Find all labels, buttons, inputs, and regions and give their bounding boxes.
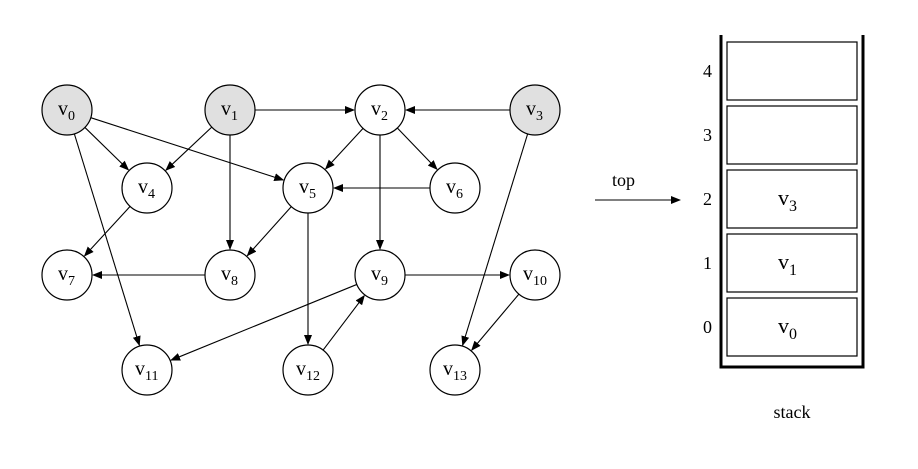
node-circle [429, 344, 481, 396]
node-circle [354, 249, 406, 301]
node-subscript: 3 [536, 109, 543, 124]
stack-index-label: 3 [703, 125, 712, 145]
stack-slot-box [726, 41, 858, 101]
node-subscript: 7 [68, 274, 75, 289]
edge-v2-v6 [396, 127, 438, 170]
top-pointer-label: top [612, 170, 635, 190]
node-subscript: 12 [306, 369, 320, 384]
stack-slot-subscript: 0 [789, 326, 797, 343]
stack-slot-box [726, 105, 858, 165]
stack-frame [719, 35, 865, 369]
node-circle [354, 84, 406, 136]
stack-slot-subscript: 1 [789, 262, 797, 279]
edge-v0-v11 [73, 133, 141, 347]
node-layer: v0 v1 v2 v3 v4 v5 v6 v7 v8 v9 v10 v11 v12 v13 [41, 84, 561, 396]
stack-index-label: 1 [703, 253, 712, 273]
node-subscript: 4 [148, 187, 155, 202]
stack-slot-4: 4 [703, 41, 858, 101]
node-circle [204, 84, 256, 136]
node-v4: v4 [121, 162, 173, 214]
edge-layer [73, 106, 529, 361]
edge-v12-v9 [322, 294, 365, 351]
node-v7: v7 [41, 249, 93, 301]
node-subscript: 1 [231, 109, 238, 124]
stack-slot-3: 3 [703, 105, 858, 165]
stack-slot-box [726, 233, 858, 293]
node-v0: v0 [41, 84, 93, 136]
edge-v0-v5 [90, 117, 285, 182]
node-v3: v3 [509, 84, 561, 136]
stack-slot-box [726, 297, 858, 357]
edge-v4-v7 [83, 206, 131, 257]
node-circle [121, 162, 173, 214]
node-subscript: 8 [231, 274, 238, 289]
node-subscript: 13 [453, 369, 467, 384]
node-circle [121, 344, 173, 396]
node-circle [282, 162, 334, 214]
top-pointer: top [595, 170, 681, 204]
node-circle [509, 84, 561, 136]
stack-caption: stack [774, 402, 811, 422]
stack-index-label: 4 [703, 61, 712, 81]
node-v5: v5 [282, 162, 334, 214]
node-subscript: 10 [533, 274, 547, 289]
node-circle [41, 249, 93, 301]
node-v1: v1 [204, 84, 256, 136]
edge-v9-v11 [170, 283, 358, 361]
stack-slot-subscript: 3 [789, 198, 797, 215]
stack-index-label: 2 [703, 189, 712, 209]
node-v9: v9 [354, 249, 406, 301]
stack-slot-box [726, 169, 858, 229]
node-v6: v6 [429, 162, 481, 214]
node-subscript: 5 [309, 187, 316, 202]
node-v2: v2 [354, 84, 406, 136]
node-v10: v10 [509, 249, 561, 301]
node-subscript: 0 [68, 109, 75, 124]
node-circle [41, 84, 93, 136]
edge-v5-v8 [246, 206, 292, 257]
node-subscript: 11 [145, 369, 158, 384]
node-v13: v13 [429, 344, 481, 396]
stack-index-label: 0 [703, 317, 712, 337]
node-subscript: 6 [456, 187, 463, 202]
edge-v0-v4 [84, 127, 130, 171]
edge-v10-v13 [471, 293, 520, 351]
node-circle [282, 344, 334, 396]
edge-v2-v5 [324, 127, 364, 170]
node-circle [509, 249, 561, 301]
node-subscript: 9 [381, 274, 388, 289]
node-circle [204, 249, 256, 301]
edge-v3-v13 [461, 133, 529, 347]
node-circle [429, 162, 481, 214]
node-v11: v11 [121, 344, 173, 396]
edge-v1-v4 [165, 126, 213, 171]
node-subscript: 2 [381, 109, 388, 124]
node-v8: v8 [204, 249, 256, 301]
node-v12: v12 [282, 344, 334, 396]
